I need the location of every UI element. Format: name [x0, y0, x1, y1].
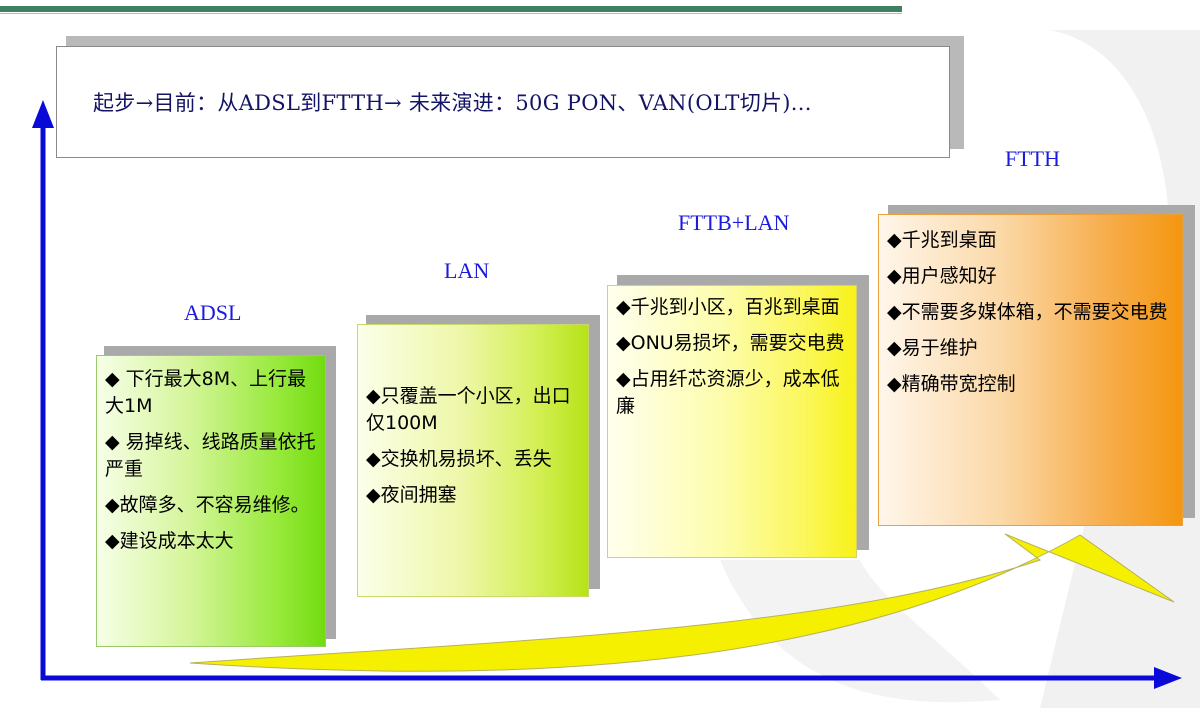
watermark-swoosh	[1040, 30, 1200, 708]
card-item: ◆夜间拥塞	[366, 484, 457, 506]
card-item: ◆交换机易损坏、丢失	[366, 448, 552, 470]
card-item: ◆ 下行最大8M、上行最大1M	[105, 368, 307, 417]
card-item: ◆易于维护	[887, 337, 978, 359]
y-axis-arrowhead	[32, 100, 54, 128]
stage-title-ftth: FTTH	[1005, 146, 1060, 171]
card-item: ◆ONU易损坏，需要交电费	[616, 332, 845, 354]
card-item: ◆千兆到小区，百兆到桌面	[616, 296, 840, 318]
card-item: ◆ 易掉线、线路质量依托严重	[105, 431, 316, 480]
card-item: ◆千兆到桌面	[887, 229, 997, 251]
growth-arrow	[189, 533, 1175, 672]
watermark-stroke	[720, 560, 1000, 703]
card-item: ◆只覆盖一个小区，出口仅100M	[366, 385, 571, 434]
stage-title-fttb-lan: FTTB+LAN	[678, 210, 790, 235]
card-item: ◆用户感知好	[887, 265, 997, 287]
stage-title-lan: LAN	[444, 258, 490, 283]
stage-card-adsl: ◆ 下行最大8M、上行最大1M ◆ 易掉线、线路质量依托严重 ◆故障多、不容易维…	[96, 355, 326, 647]
card-item: ◆不需要多媒体箱，不需要交电费	[887, 301, 1168, 323]
x-axis-arrowhead	[1154, 667, 1182, 689]
card-item: ◆故障多、不容易维修。	[105, 494, 310, 516]
card-item: ◆精确带宽控制	[887, 373, 1016, 395]
header-rule-thin	[0, 13, 902, 14]
stage-card-lan: ◆只覆盖一个小区，出口仅100M ◆交换机易损坏、丢失 ◆夜间拥塞	[357, 324, 589, 597]
evolution-banner: 起步→目前：从ADSL到FTTH→ 未来演进：50G PON、VAN(OLT切片…	[56, 46, 950, 158]
banner-text: 起步→目前：从ADSL到FTTH→ 未来演进：50G PON、VAN(OLT切片…	[93, 91, 812, 115]
stage-card-ftth: ◆千兆到桌面 ◆用户感知好 ◆不需要多媒体箱，不需要交电费 ◆易于维护 ◆精确带…	[878, 214, 1183, 526]
stage-card-fttb-lan: ◆千兆到小区，百兆到桌面 ◆ONU易损坏，需要交电费 ◆占用纤芯资源少，成本低廉	[607, 285, 857, 558]
card-item: ◆建设成本太大	[105, 530, 234, 552]
stage-title-adsl: ADSL	[184, 300, 242, 325]
header-rule	[0, 6, 902, 12]
card-item: ◆占用纤芯资源少，成本低廉	[616, 368, 840, 417]
